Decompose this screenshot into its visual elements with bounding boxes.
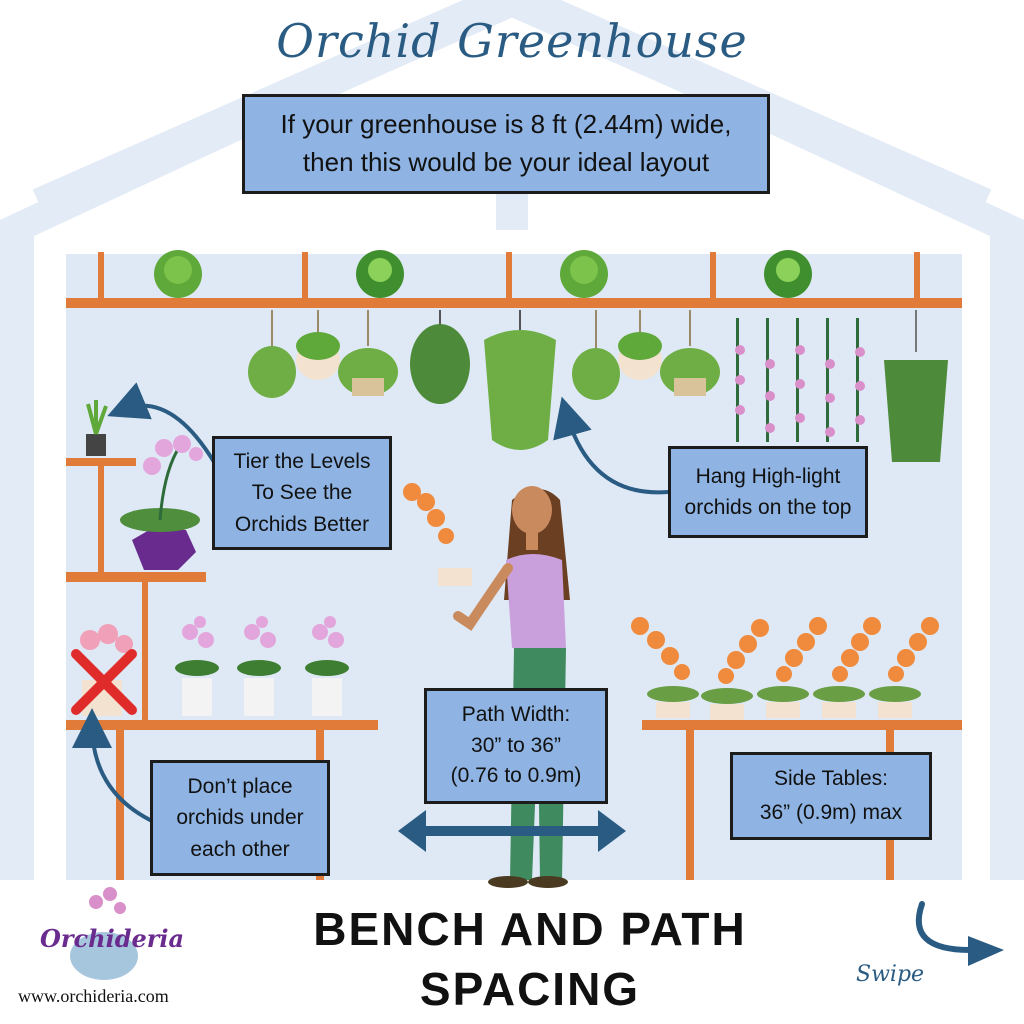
swipe-label[interactable]: Swipe <box>856 962 925 987</box>
callout-line: Path Width: <box>461 703 571 727</box>
callout-arrows <box>72 382 670 822</box>
callout-line: each other <box>190 837 290 861</box>
hanging-plant-icon <box>248 310 948 462</box>
callout-line: To See the <box>251 481 353 505</box>
website-link[interactable]: www.orchideria.com <box>18 986 169 1006</box>
intro-callout: If your greenhouse is 8 ft (2.44m) wide,… <box>242 94 770 194</box>
callout-line: 36” (0.9m) max <box>759 801 903 824</box>
path-width-callout: Path Width: 30” to 36” (0.76 to 0.9m) <box>424 688 608 804</box>
swipe-arrow-icon <box>915 901 1004 966</box>
callout-line: Tier the Levels <box>233 449 371 473</box>
side-tables-callout: Side Tables: 36” (0.9m) max <box>730 752 932 840</box>
orchid-icon <box>120 435 203 570</box>
succulent-icon <box>154 250 812 298</box>
section-heading: BENCH AND PATH SPACING <box>220 900 840 1020</box>
intro-line: If your greenhouse is 8 ft (2.44m) wide, <box>280 109 732 140</box>
top-shelf <box>66 252 962 308</box>
callout-line: orchids under <box>176 806 304 830</box>
intro-line: then this would be your ideal layout <box>302 147 710 177</box>
heading-line: SPACING <box>419 962 641 1015</box>
callout-line: Hang High-light <box>695 464 841 488</box>
tier-levels-callout: Tier the Levels To See the Orchids Bette… <box>212 436 392 550</box>
callout-line: Don’t place <box>187 774 293 798</box>
path-width-arrow <box>398 810 626 852</box>
orchid-icon <box>631 617 939 720</box>
heading-line: BENCH AND PATH <box>313 903 747 955</box>
callout-line: orchids on the top <box>684 496 852 519</box>
succulent-icon <box>86 400 108 456</box>
brand-logo: Orchideria <box>40 924 185 953</box>
logo-emblem <box>70 887 138 980</box>
dont-stack-callout: Don’t place orchids under each other <box>150 760 330 876</box>
hang-high-light-callout: Hang High-light orchids on the top <box>668 446 868 538</box>
page-title: Orchid Greenhouse <box>276 14 748 68</box>
orchid-icon <box>735 318 865 442</box>
callout-line: 30” to 36” <box>471 733 561 757</box>
callout-line: Side Tables: <box>773 767 889 791</box>
callout-line: (0.76 to 0.9m) <box>450 764 582 788</box>
callout-line: Orchids Better <box>234 512 370 536</box>
cross-mark-icon <box>71 649 137 715</box>
